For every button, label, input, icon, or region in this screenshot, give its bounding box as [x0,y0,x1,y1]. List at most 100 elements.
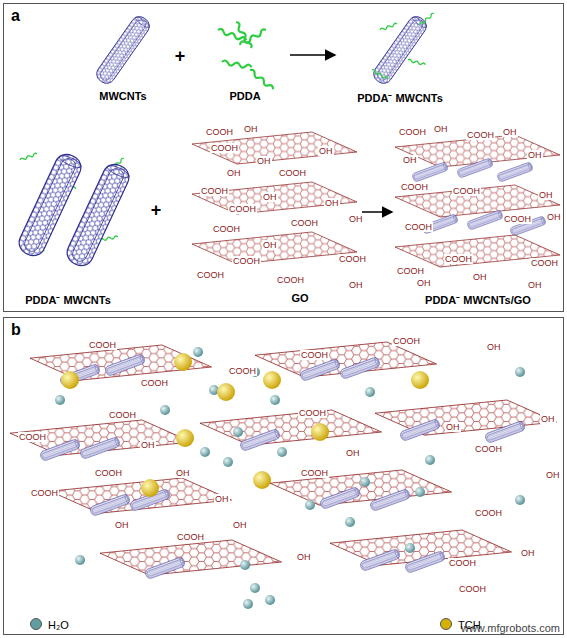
functional-group-label: COOH [108,410,137,420]
functional-group-label: OH [348,280,364,290]
functional-group-label: OH [545,470,561,480]
pdda-chains-part [249,68,275,90]
water-molecules-part [415,487,425,497]
functional-group-label: COOH [392,336,421,346]
functional-group-label: COOH [444,254,473,264]
water-molecules-part [233,427,243,437]
pdda-chains-part [371,69,388,80]
composite-sheets-part [467,210,504,231]
pdda-chains-part [20,153,38,161]
panel-b-tubes-part [144,556,185,579]
functional-group-label: OH [520,548,536,558]
functional-group-label: OH [540,414,556,424]
functional-group-label: COOH [212,224,241,234]
functional-group-label: OH [226,168,242,178]
functional-group-label: OH [527,150,543,160]
functional-group-label: OH [445,422,461,432]
go-sheets-part [192,182,357,214]
panel-b-sheets-part [375,400,557,435]
functional-group-label: COOH [140,378,169,388]
panel-b-tubes-part [399,418,440,441]
functional-group-label: OH [318,146,334,156]
composite-sheets [395,135,560,267]
functional-group-label: COOH [396,266,425,276]
functional-group-label: OH [175,468,191,478]
functional-group-label: COOH [298,408,327,418]
pdda-chains-part [239,28,267,46]
nanotube-row1-part [93,13,152,86]
pdda-chains-part [234,21,252,49]
panel-b-sheets-part [100,540,282,575]
panel-b-tubes-part [359,548,400,571]
legend-swatch [30,618,42,630]
water-molecules-part [345,517,355,527]
water-molecules-part [160,405,170,415]
component-caption: PDDA [228,90,261,102]
functional-group-label: OH [345,448,361,458]
tch-molecules [61,353,429,497]
functional-group-label: OH [416,278,432,288]
functional-group-label: COOH [290,218,319,228]
panel-b-tubes-part [369,488,410,511]
water-molecules [55,347,525,609]
functional-group-label: OH [486,342,502,352]
functional-group-label: OH [538,190,554,200]
pdda-chains-part [222,60,252,69]
nanotube-row2 [15,150,133,269]
panel-letter: a [11,7,20,25]
component-caption: GO [290,292,309,304]
water-molecules-part [360,477,370,487]
panel-b-tubes-part [404,550,445,573]
water-molecules-part [240,560,250,570]
water-molecules-part [55,395,65,405]
legend-text: H₂O [48,619,69,631]
functional-group-label: OH [546,212,562,222]
functional-group-label: OH [324,198,340,208]
water-molecules-part [515,495,525,505]
functional-group-label: COOH [205,127,234,137]
functional-group-label: COOH [232,256,261,266]
functional-group-label: COOH [276,275,305,285]
panel-letter: b [11,321,21,339]
panel-b-tubes [39,353,525,579]
go-sheets-part [192,232,357,264]
panel-b-tubes-part [239,428,280,451]
nanotube-row1-part [370,13,429,86]
tch-molecules-part [263,371,281,389]
water-molecules-part [223,457,233,467]
go-sheets [192,132,357,264]
functional-group-label: COOH [338,254,367,264]
functional-group-label: COOH [228,366,257,376]
functional-group-label: OH [140,440,156,450]
panel-b-tubes-part [104,353,145,376]
water-molecules-part [425,455,435,465]
functional-group-label: COOH [404,222,433,232]
functional-group-label: OH [296,552,312,562]
water-molecules-part [305,500,315,510]
tch-molecules-part [253,471,271,489]
functional-group-label: OH [256,156,272,166]
functional-group-label: COOH [503,214,532,224]
legend-text: TCH [458,619,481,631]
panel-frame: a [3,3,564,312]
water-molecules-part [193,347,203,357]
functional-group-label: COOH [300,350,329,360]
functional-group-label: OH [348,214,364,224]
tch-molecules-part [411,371,429,389]
composite-sheets-part [497,162,534,183]
functional-group-label: OH [527,280,543,290]
functional-group-label: OH [232,520,248,530]
pdda-chains [20,13,435,253]
functional-group-label: COOH [210,143,239,153]
functional-group-label: COOH [398,127,427,137]
panel-b-tubes-part [79,436,120,459]
functional-group-label: COOH [278,168,307,178]
reaction-arrows-part [362,211,392,213]
pdda-chains-part [408,59,426,66]
panel-b-sheets-part [200,410,382,445]
pdda-chains-part [419,13,434,26]
panel-b-tubes-part [89,493,130,516]
plus-sign: + [151,200,162,221]
functional-group-label: OH [262,240,278,250]
panel-b-tubes-part [319,486,360,509]
